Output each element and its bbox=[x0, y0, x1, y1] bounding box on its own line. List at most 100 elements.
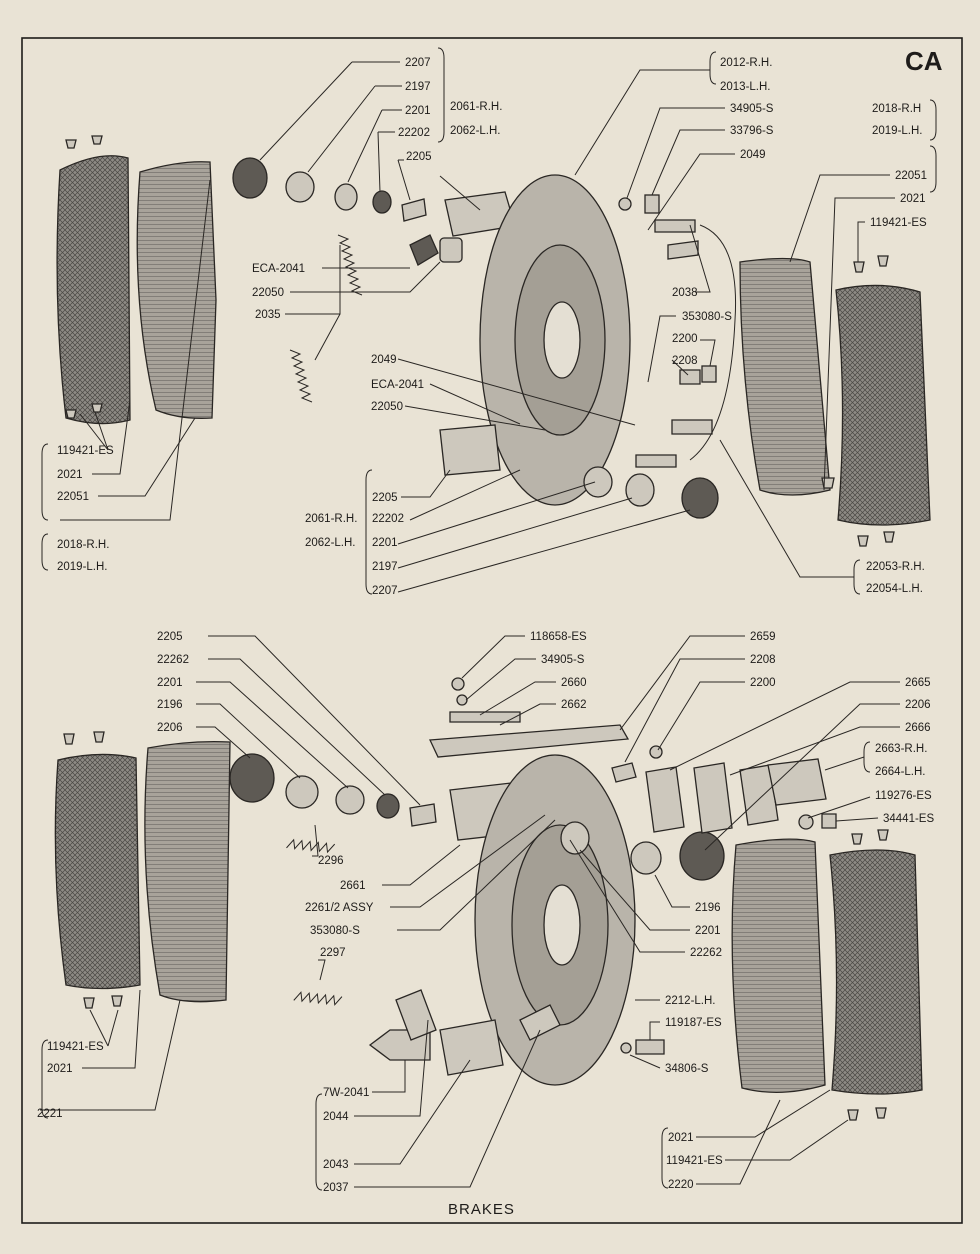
rear-piston-2 bbox=[630, 841, 662, 875]
callout-label: 2663-R.H. bbox=[875, 743, 927, 755]
callout-label: 2207 bbox=[372, 585, 398, 597]
callout-label: 22050 bbox=[371, 401, 403, 413]
front-left-brake-lining bbox=[56, 155, 131, 425]
callout-label: 2044 bbox=[323, 1111, 349, 1123]
rivet-icon bbox=[877, 255, 889, 267]
front-spreader bbox=[372, 190, 392, 214]
rear-adjuster-wedge bbox=[395, 989, 437, 1041]
callout-label: 2661 bbox=[340, 880, 366, 892]
callout-label: 2197 bbox=[372, 561, 398, 573]
callout-label: 119421-ES bbox=[57, 445, 114, 457]
rivet-icon bbox=[93, 731, 105, 743]
front-bleeder bbox=[679, 369, 701, 385]
rear-bleeder bbox=[611, 762, 637, 783]
callout-label: 2037 bbox=[323, 1182, 349, 1194]
callout-label: 2021 bbox=[668, 1132, 694, 1144]
callout-label: 2201 bbox=[695, 925, 721, 937]
callout-label: 2018-R.H. bbox=[57, 539, 109, 551]
callout-label: 2018-R.H bbox=[872, 103, 921, 115]
callout-label: 2013-L.H. bbox=[720, 81, 771, 93]
callout-label: 119276-ES bbox=[875, 790, 932, 802]
callout-label: 2049 bbox=[371, 354, 397, 366]
callout-label: 2206 bbox=[905, 699, 931, 711]
callout-label: 2196 bbox=[157, 699, 183, 711]
callout-label: 2208 bbox=[750, 654, 776, 666]
rear-left-brake-shoe bbox=[144, 740, 231, 1003]
front-connector-bolt bbox=[671, 419, 713, 435]
callout-label: 2660 bbox=[561, 677, 587, 689]
callout-label: 2201 bbox=[157, 677, 183, 689]
rear-cylinder-boot bbox=[229, 753, 275, 803]
callout-label: 22051 bbox=[57, 491, 89, 503]
rivet-icon bbox=[111, 995, 123, 1007]
callout-label: 2205 bbox=[157, 631, 183, 643]
rivet-icon bbox=[877, 829, 889, 841]
front-plate-center-hole bbox=[543, 301, 581, 379]
callout-label: 2296 bbox=[318, 855, 344, 867]
callout-label: 2061-R.H. bbox=[305, 513, 357, 525]
rear-right-cylinder bbox=[767, 758, 827, 806]
front-adjuster-eccentric bbox=[409, 234, 439, 266]
callout-label: 2021 bbox=[47, 1063, 73, 1075]
rivet-icon bbox=[847, 1109, 859, 1121]
front-left-brake-shoe bbox=[136, 161, 217, 419]
callout-label: 2659 bbox=[750, 631, 776, 643]
rear-adjuster-plunger bbox=[519, 1004, 561, 1041]
rivet-icon bbox=[875, 1107, 887, 1119]
front-brake-pipe bbox=[689, 224, 737, 461]
callout-label: 119421-ES bbox=[666, 1155, 723, 1167]
rear-washer-2 bbox=[649, 745, 663, 759]
rivet-icon bbox=[857, 535, 869, 547]
callout-label: 22262 bbox=[690, 947, 722, 959]
callout-label: ECA-2041 bbox=[252, 263, 305, 275]
front-adjuster-nut bbox=[439, 237, 463, 263]
callout-label: 353080-S bbox=[310, 925, 360, 937]
front-lower-boot bbox=[681, 477, 719, 519]
callout-label: 34905-S bbox=[730, 103, 774, 115]
front-washer bbox=[618, 197, 632, 211]
front-brake-hose-end bbox=[635, 454, 677, 468]
front-bleeder-cap bbox=[583, 466, 613, 498]
callout-label: 2205 bbox=[406, 151, 432, 163]
callout-label: 34441-ES bbox=[883, 813, 934, 825]
rear-parking-lever bbox=[429, 724, 630, 758]
callout-label: 118658-ES bbox=[530, 631, 587, 643]
callout-label: 2205 bbox=[372, 492, 398, 504]
callout-label: 7W-2041 bbox=[323, 1087, 369, 1099]
front-nut bbox=[644, 194, 660, 214]
callout-label: 2200 bbox=[672, 333, 698, 345]
callout-label: 22262 bbox=[157, 654, 189, 666]
rear-nut-2 bbox=[821, 813, 837, 829]
callout-label: 119421-ES bbox=[47, 1041, 104, 1053]
rear-spring bbox=[409, 803, 437, 827]
front-brake-assembly bbox=[56, 135, 931, 547]
rear-bolt bbox=[635, 1039, 665, 1055]
rivet-icon bbox=[853, 261, 865, 273]
callout-label: 22050 bbox=[252, 287, 284, 299]
callout-label: 2261/2 ASSY bbox=[305, 902, 374, 914]
callout-label: 2666 bbox=[905, 722, 931, 734]
callout-label: 119187-ES bbox=[665, 1017, 722, 1029]
rivet-icon bbox=[821, 477, 835, 489]
callout-label: 22202 bbox=[398, 127, 430, 139]
rivet-icon bbox=[65, 409, 77, 419]
front-adjuster-spring bbox=[337, 234, 363, 296]
rear-screw bbox=[451, 677, 465, 691]
page-frame bbox=[21, 37, 963, 1224]
rivet-icon bbox=[851, 833, 863, 845]
front-cup bbox=[334, 183, 358, 211]
rear-seal-plate bbox=[645, 766, 685, 833]
callout-label: 22054-L.H. bbox=[866, 583, 923, 595]
rear-cylinder-boot-2 bbox=[679, 831, 725, 881]
rear-nut bbox=[798, 814, 814, 830]
rear-seal-plate-2 bbox=[693, 762, 733, 834]
callout-label: 2662 bbox=[561, 699, 587, 711]
page-code: CA bbox=[905, 46, 943, 76]
callout-label: 2206 bbox=[157, 722, 183, 734]
callout-label: 2019-L.H. bbox=[57, 561, 108, 573]
callout-label: 2208 bbox=[672, 355, 698, 367]
callout-label: 2197 bbox=[405, 81, 431, 93]
callout-label: 2035 bbox=[255, 309, 281, 321]
